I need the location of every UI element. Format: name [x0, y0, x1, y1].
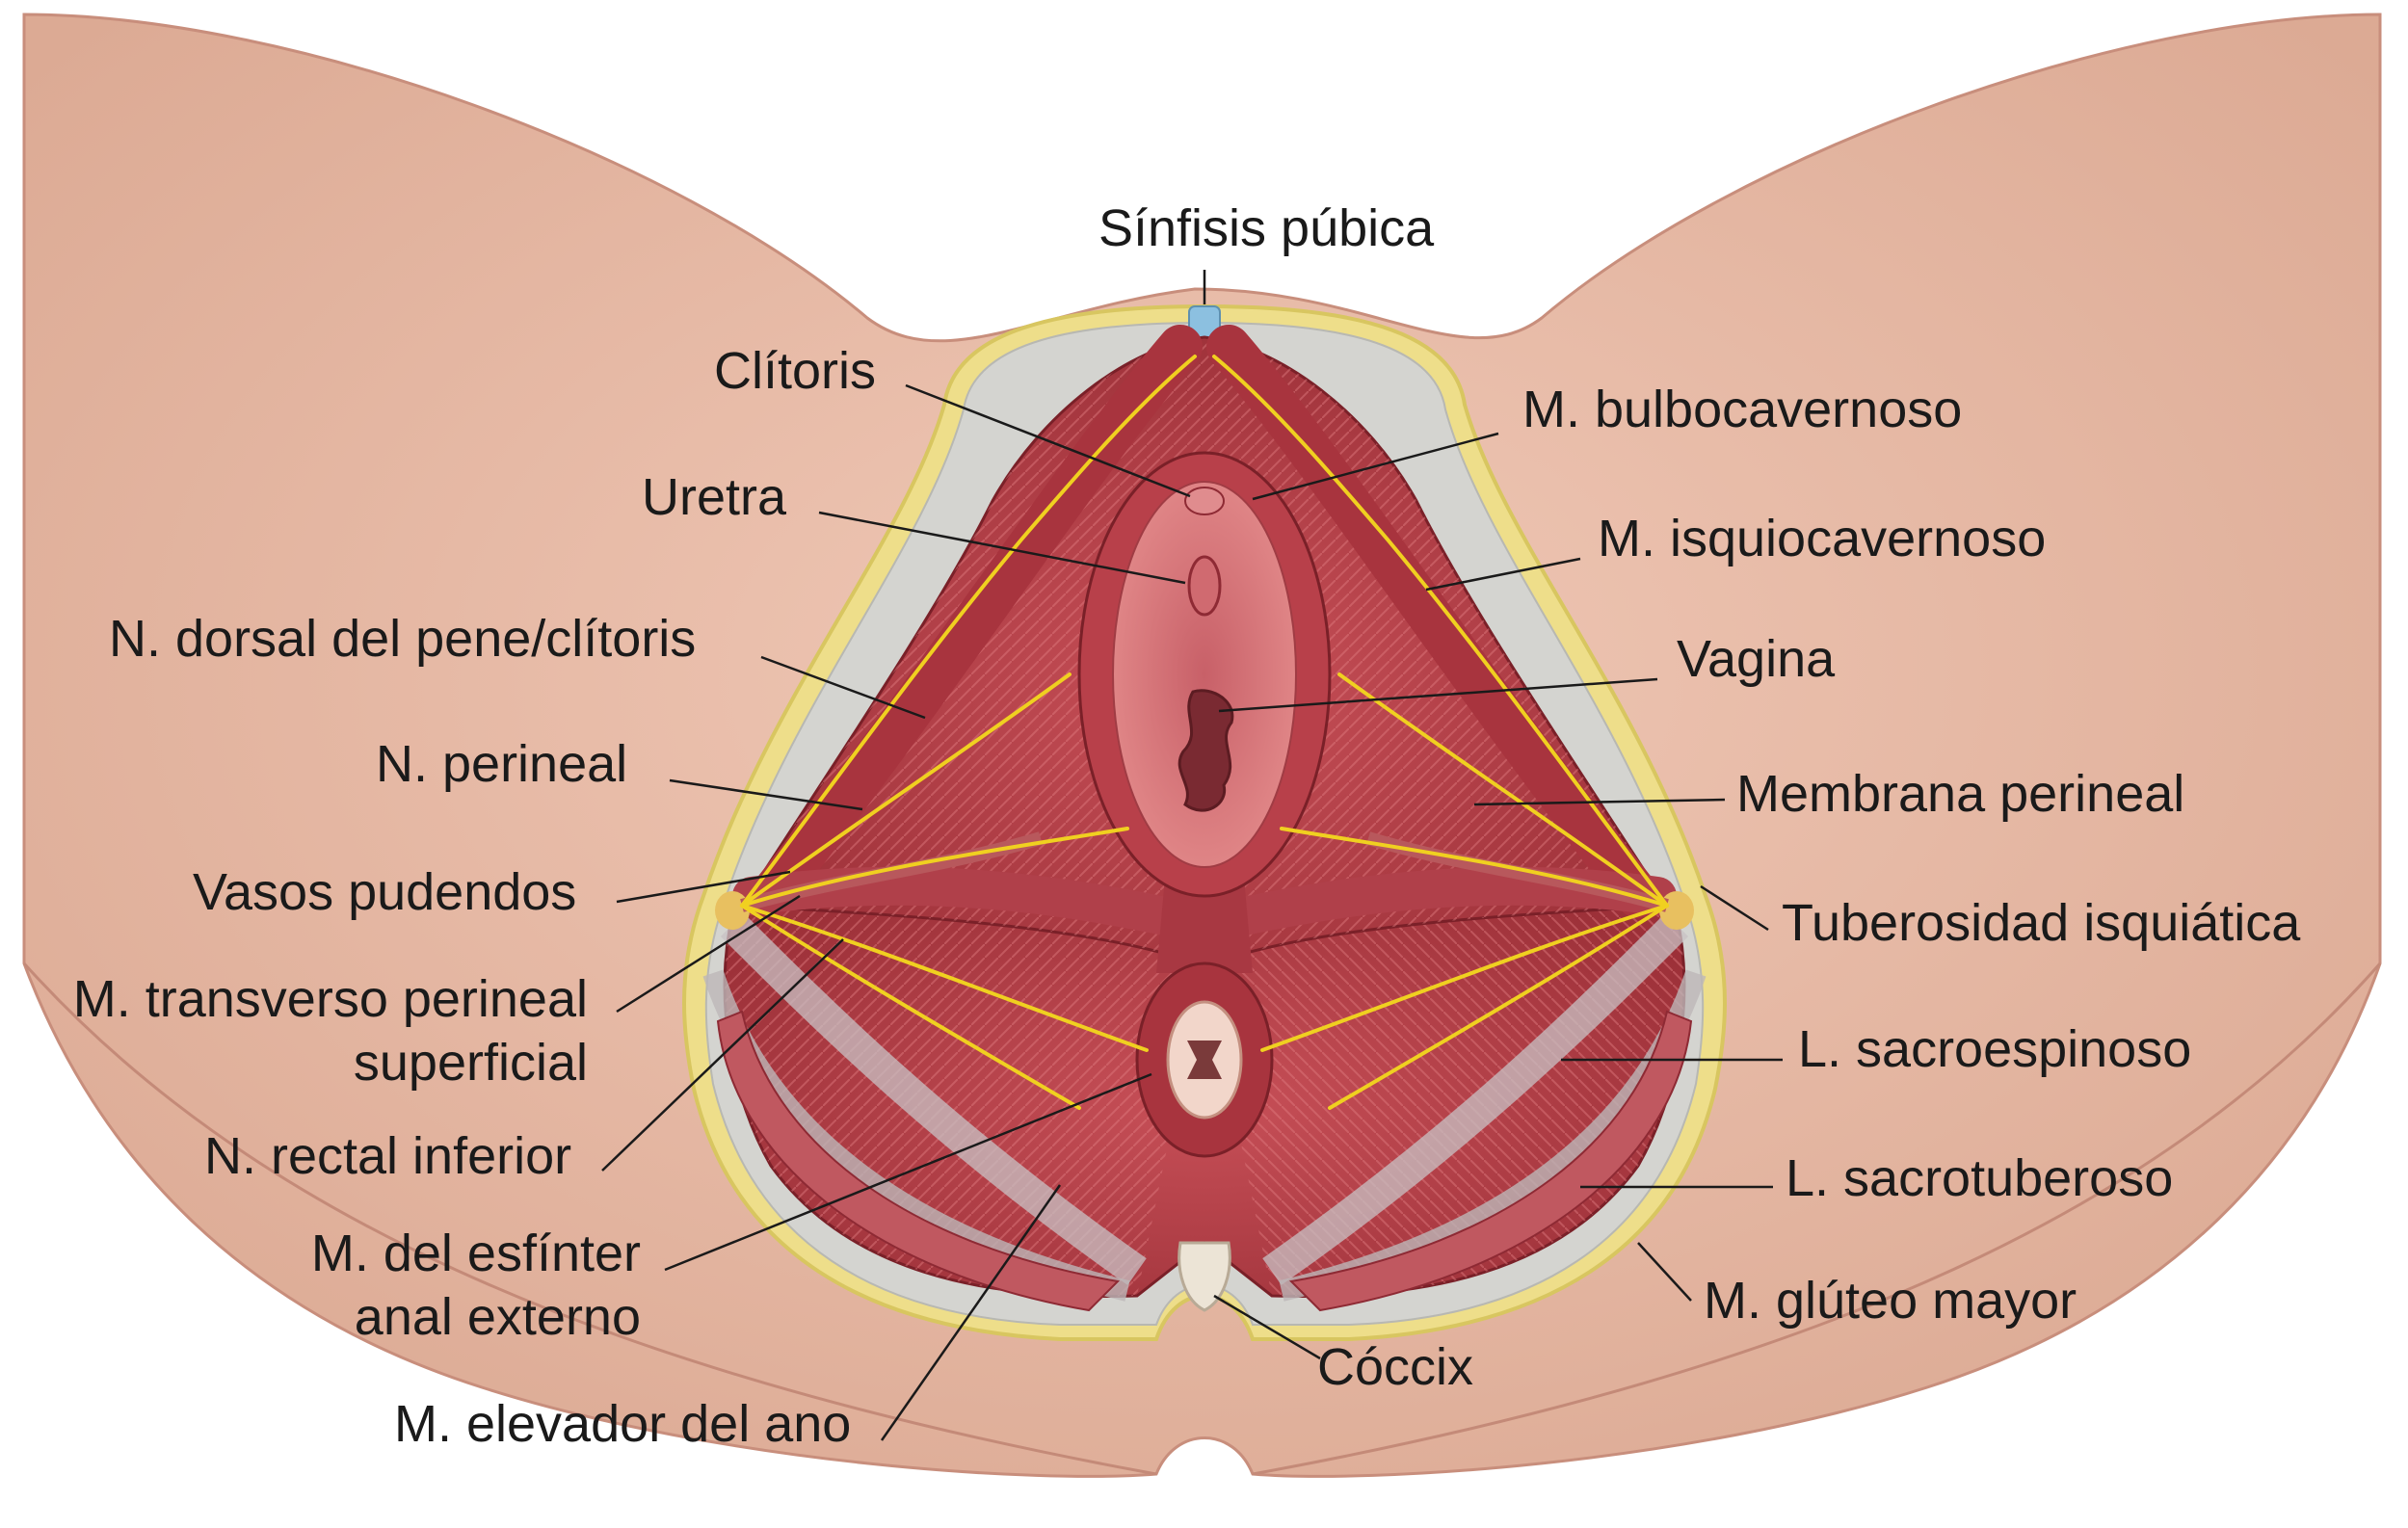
label-n-perineal: N. perineal	[376, 735, 628, 793]
label-clitoris: Clítoris	[714, 342, 877, 400]
coccyx-bone	[1178, 1241, 1231, 1312]
label-m-isquiocavernoso: M. isquiocavernoso	[1598, 510, 2047, 567]
label-m-gluteo: M. glúteo mayor	[1704, 1272, 2077, 1330]
label-m-esfinter-line1: M. del esfínter	[310, 1225, 641, 1282]
urethra-opening	[1187, 555, 1222, 617]
label-m-transverso-line2: superficial	[353, 1034, 588, 1092]
label-m-esfinter: M. del esfínter anal externo	[231, 1222, 641, 1349]
label-n-dorsal: N. dorsal del pene/clítoris	[109, 610, 697, 668]
anus-center	[1187, 1041, 1222, 1079]
perineal-body	[1156, 867, 1253, 973]
label-sinfisis-pubica: Sínfisis púbica	[1098, 199, 1435, 257]
clitoris	[1184, 487, 1225, 515]
label-tuberosidad: Tuberosidad isquiática	[1782, 894, 2301, 952]
label-m-elevador: M. elevador del ano	[394, 1395, 852, 1453]
sacrospinous-ligament-right	[1262, 912, 1689, 1285]
label-n-rectal: N. rectal inferior	[204, 1127, 572, 1185]
label-m-transverso-line1: M. transverso perineal	[72, 970, 588, 1028]
gluteus-maximus-right	[1288, 1010, 1693, 1312]
gluteus-maximus-left	[716, 1010, 1121, 1312]
label-coccix: Cóccix	[1317, 1338, 1474, 1396]
label-membrana-perineal: Membrana perineal	[1736, 765, 2185, 823]
label-m-transverso: M. transverso perineal superficial	[39, 967, 588, 1094]
label-uretra: Uretra	[642, 468, 787, 526]
label-vasos-pudendos: Vasos pudendos	[193, 863, 577, 921]
vagina-opening	[1178, 689, 1234, 812]
gluteal-fold-right	[1252, 962, 2382, 1476]
label-l-sacrotuberoso: L. sacrotuberoso	[1786, 1149, 2174, 1207]
nerves	[740, 355, 1669, 1110]
sacrospinous-ligament-left	[720, 912, 1147, 1285]
gluteal-fold-left	[22, 962, 1157, 1476]
label-m-bulbocavernoso: M. bulbocavernoso	[1522, 381, 1963, 438]
leader-lines	[601, 270, 1783, 1441]
ischiocavernosus-left	[749, 325, 1203, 918]
label-m-esfinter-line2: anal externo	[354, 1288, 641, 1346]
label-l-sacroespinoso: L. sacroespinoso	[1798, 1020, 2192, 1078]
label-vagina: Vagina	[1677, 630, 1836, 688]
